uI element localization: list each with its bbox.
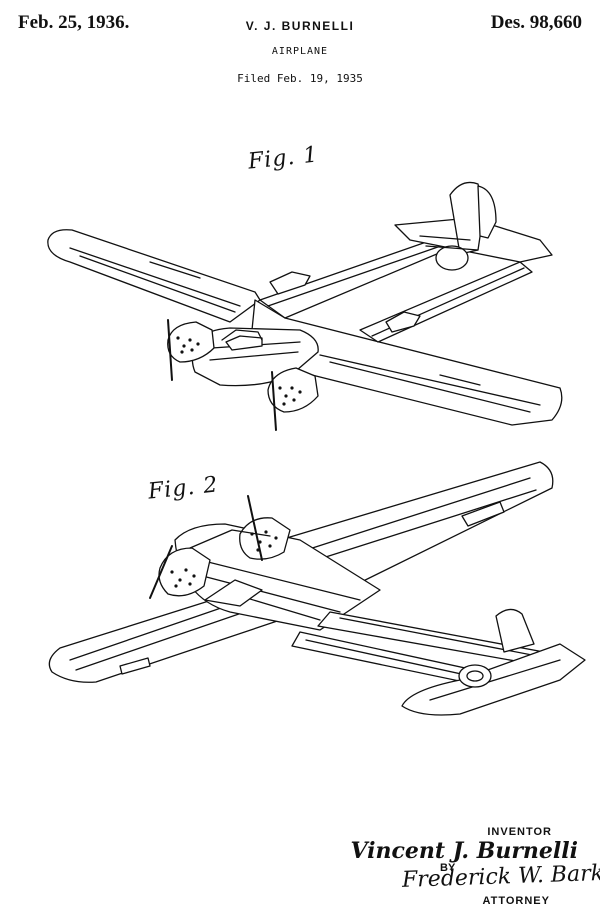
inventor-caption: INVENTOR — [487, 826, 552, 838]
patent-number: Des. 98,660 — [490, 12, 582, 33]
filed-date: Filed Feb. 19, 1935 — [237, 72, 363, 85]
figure-1-airplane — [47, 181, 563, 431]
invention-title: AIRPLANE — [271, 46, 329, 57]
inventor-signature: Vincent J. Burnelli — [350, 838, 578, 864]
patent-date: Feb. 25, 1936. — [18, 12, 130, 33]
by-caption: BY — [440, 862, 456, 874]
inventor-header: V. J. BURNELLI — [245, 19, 355, 33]
attorney-caption: ATTORNEY — [482, 895, 550, 907]
figure-2-airplane — [48, 461, 586, 716]
